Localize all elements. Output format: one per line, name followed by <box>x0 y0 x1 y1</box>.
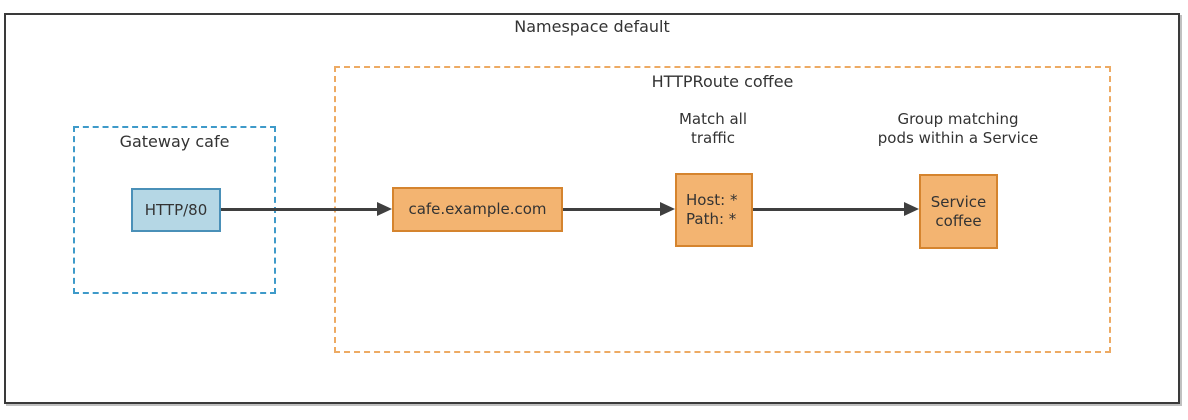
backend-annotation: Group matching pods within a Service <box>848 110 1068 148</box>
match-annotation-line2: traffic <box>691 129 735 147</box>
hostname-node-label: cafe.example.com <box>408 200 547 218</box>
match-annotation: Match all traffic <box>633 110 793 148</box>
service-node: Service coffee <box>919 174 998 249</box>
gateway-group-label: Gateway cafe <box>119 132 230 151</box>
hostname-node: cafe.example.com <box>392 187 563 232</box>
match-annotation-line1: Match all <box>678 110 748 128</box>
match-rule-host-line: Host: * <box>686 191 738 209</box>
arrowhead-icon <box>377 202 392 216</box>
service-node-line2: coffee <box>935 211 982 230</box>
backend-annotation-line1: Group matching <box>897 110 1019 128</box>
match-rule-node: Host: * Path: * <box>675 173 753 247</box>
backend-annotation-line2: pods within a Service <box>877 129 1039 147</box>
edge-match-to-service <box>753 208 905 211</box>
edge-listener-to-hostname <box>221 208 378 211</box>
service-node-line1: Service <box>930 192 987 211</box>
httproute-group-label: HTTPRoute coffee <box>651 72 794 91</box>
namespace-title: Namespace default <box>514 17 670 36</box>
listener-node-label: HTTP/80 <box>144 200 208 219</box>
edge-hostname-to-match <box>563 208 661 211</box>
arrowhead-icon <box>660 202 675 216</box>
listener-node: HTTP/80 <box>131 188 221 232</box>
match-rule-path-line: Path: * <box>686 210 737 228</box>
arrowhead-icon <box>904 202 919 216</box>
